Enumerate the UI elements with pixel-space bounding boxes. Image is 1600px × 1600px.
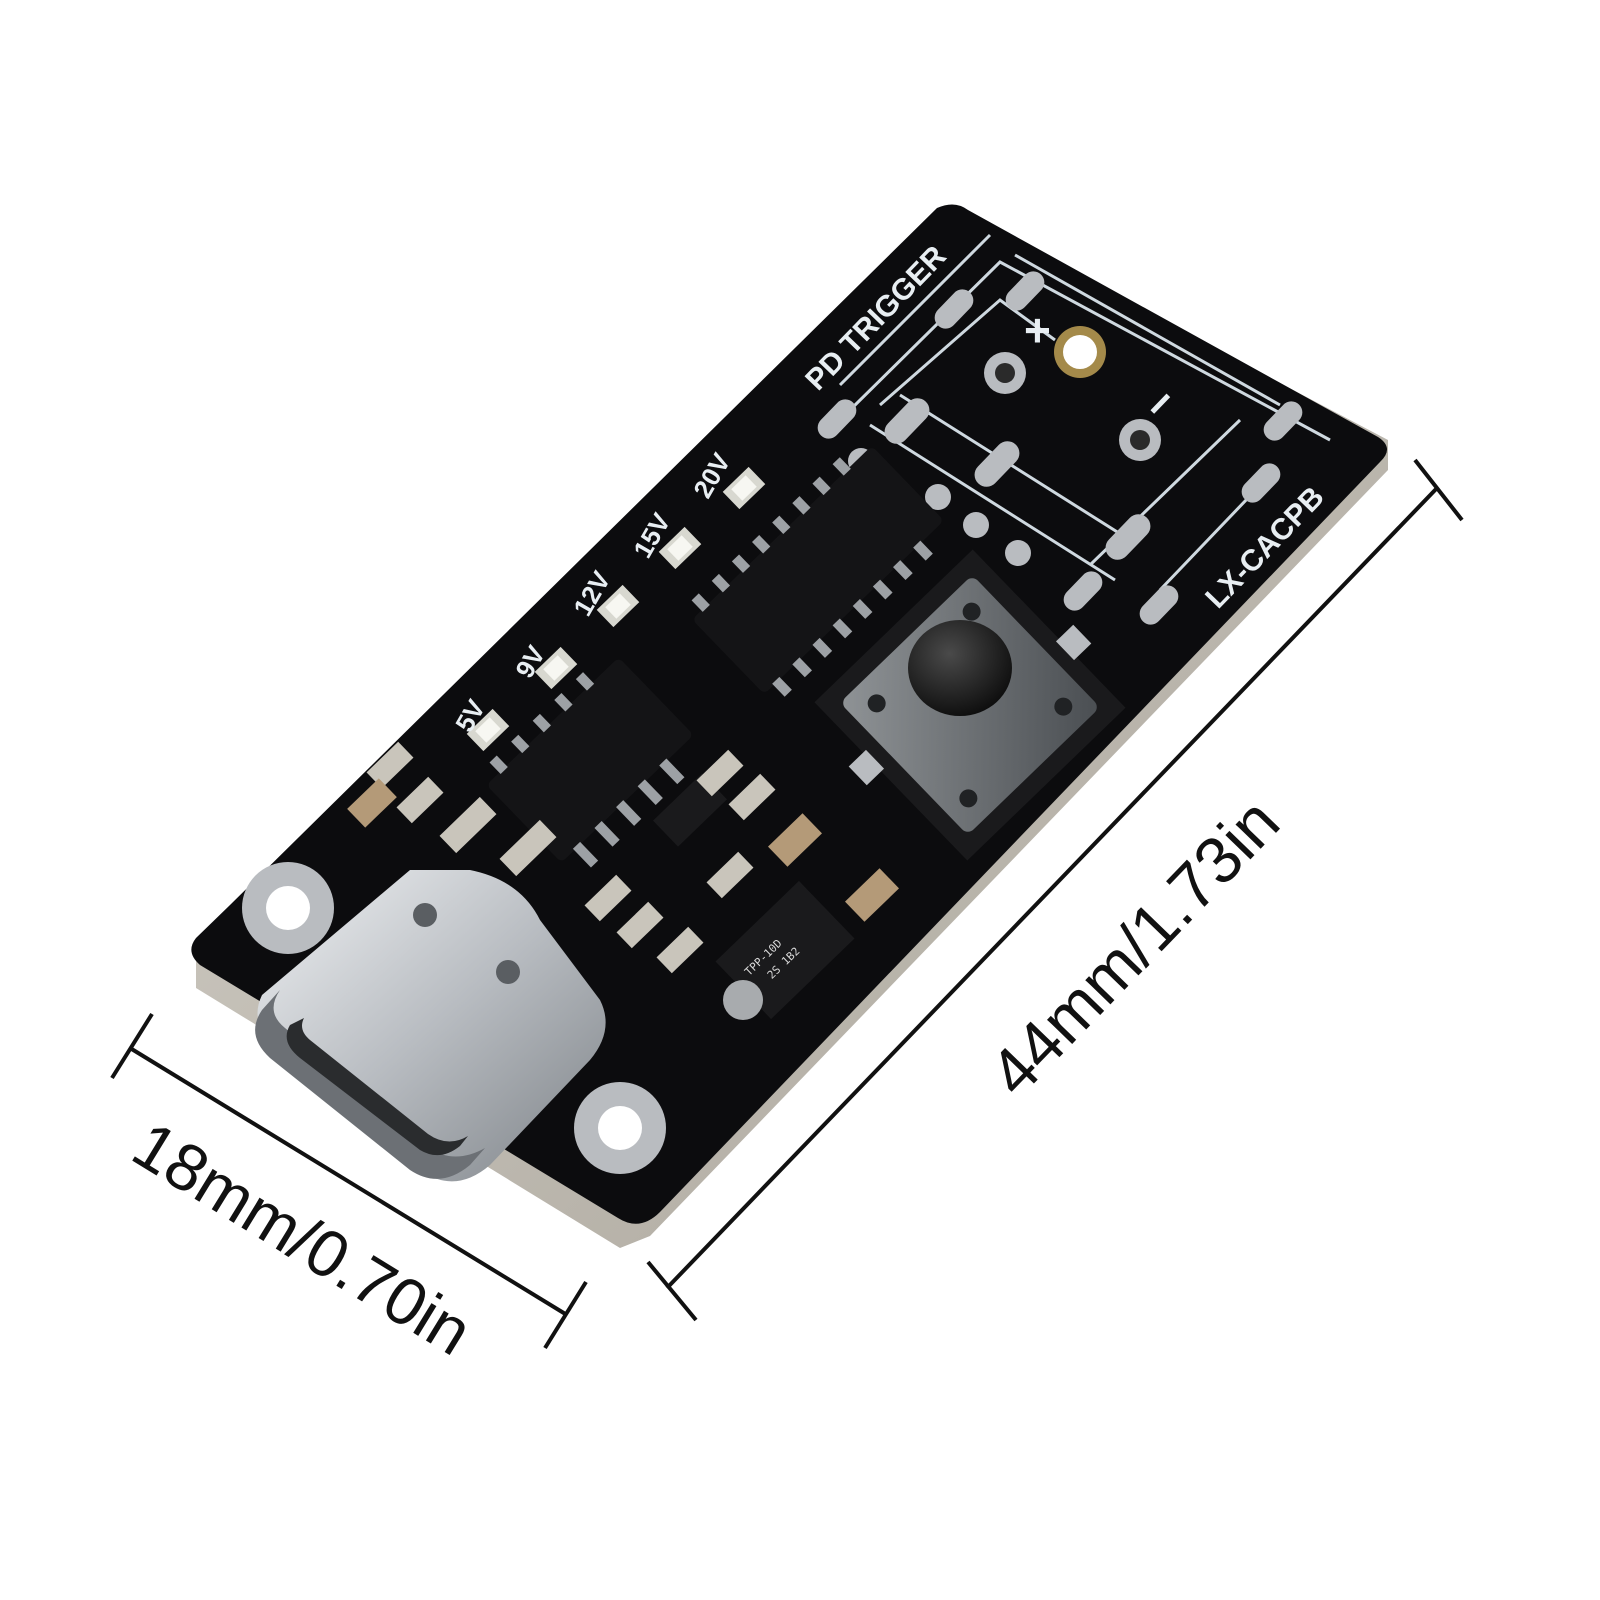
voltage-leds bbox=[466, 466, 766, 752]
usb-c-connector-icon[interactable] bbox=[255, 870, 606, 1182]
tactile-push-button-icon[interactable] bbox=[800, 536, 1140, 875]
mounting-holes bbox=[242, 862, 666, 1174]
dimension-width bbox=[110, 1012, 588, 1350]
output-terminals bbox=[984, 326, 1161, 461]
button-cap[interactable] bbox=[908, 620, 1012, 716]
terminal-plus-label: + bbox=[1024, 304, 1051, 356]
ic-chip-large bbox=[691, 448, 942, 697]
ic-chip-small bbox=[488, 659, 692, 868]
smd-resistors bbox=[347, 741, 899, 974]
dimension-length bbox=[646, 458, 1464, 1322]
silkscreen-lines bbox=[838, 233, 1331, 592]
